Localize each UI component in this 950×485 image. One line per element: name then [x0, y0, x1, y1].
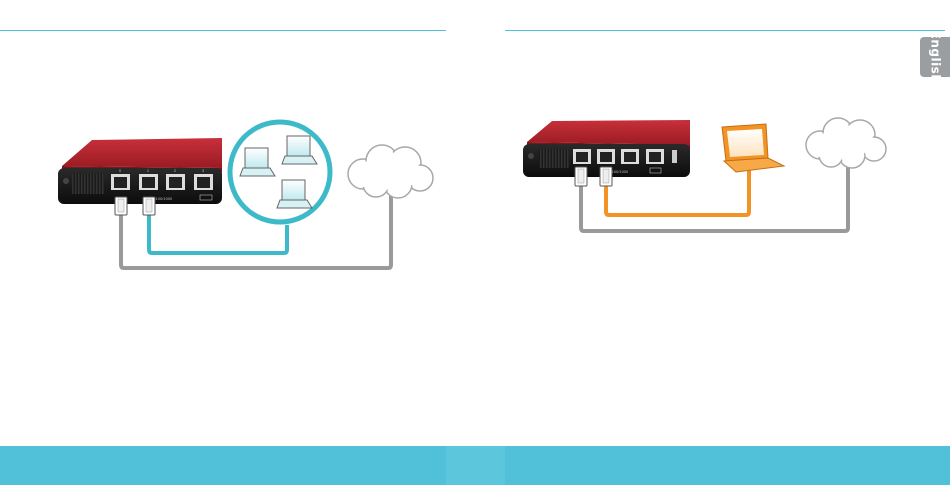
left-wireless-clients [230, 122, 330, 222]
left-cloud-icon [348, 145, 433, 198]
right-firewall-device: 10/100/1000 [523, 120, 690, 186]
left-firewall-device: 0 1 2 3 0/e 10/100/1000 [58, 138, 222, 215]
footer-band [0, 446, 950, 485]
footer-band-gutter [446, 446, 505, 485]
usb-port [672, 150, 677, 163]
left-diagram: 0 1 2 3 0/e 10/100/1000 [58, 122, 433, 268]
laptop-icon [722, 124, 784, 172]
right-cloud-icon [806, 118, 886, 168]
right-diagram: 10/100/1000 [523, 118, 886, 231]
